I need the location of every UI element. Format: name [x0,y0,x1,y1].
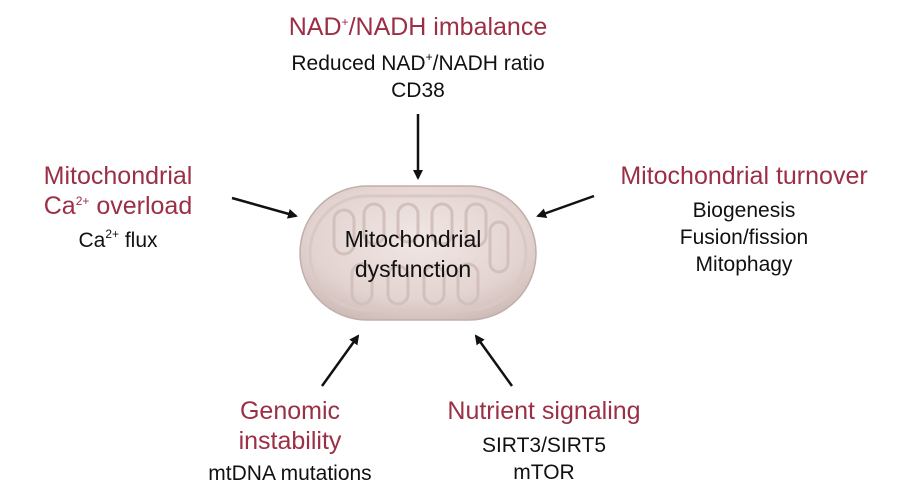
arrow-from-nutrient [474,334,514,387]
arrow-from-turnover [536,194,595,219]
factor-nad-sub2: CD38 [391,79,445,102]
factor-nad-sub1: Reduced NAD+/NADH ratio [291,50,545,75]
factor-nutrient-sub-2: mTOR [513,461,575,484]
center-label: Mitochondrial dysfunction [318,224,508,284]
factor-genomic: Genomic instability mtDNA mutations [180,396,400,487]
factor-turnover-sub-2: Fusion/fission [679,226,809,249]
factor-turnover-title: Mitochondrial turnover [620,162,868,190]
center-label-line2: dysfunction [354,256,472,282]
factor-genomic-sub: mtDNA mutations [208,462,372,485]
factor-genomic-title-line1: Genomic [239,397,341,425]
factor-calcium-sub: Ca2+ flux [78,227,158,252]
factor-turnover-sub-1: Biogenesis [692,199,796,222]
factor-nutrient: Nutrient signaling SIRT3/SIRT5 mTOR [418,396,670,486]
center-label-line1: Mitochondrial [344,226,482,252]
factor-nad: NAD+/NADH imbalance Reduced NAD+/NADH ra… [228,12,608,104]
arrow-from-genomic [320,334,360,387]
factor-nad-title: NAD+/NADH imbalance [288,13,548,41]
factor-genomic-title-line2: instability [238,427,342,455]
factor-nutrient-sub-1: SIRT3/SIRT5 [481,434,607,457]
arrow-from-calcium [231,196,298,219]
factor-calcium-title-line2: Ca2+ overload [43,192,193,220]
factor-turnover-sub-3: Mitophagy [695,253,793,276]
factor-calcium-title-line1: Mitochondrial [43,162,193,190]
factor-nutrient-title: Nutrient signaling [447,397,641,425]
factor-calcium: Mitochondrial Ca2+ overload Ca2+ flux [18,161,218,254]
mitochondrion-icon [299,185,537,321]
factor-turnover: Mitochondrial turnover Biogenesis Fusion… [588,161,900,278]
